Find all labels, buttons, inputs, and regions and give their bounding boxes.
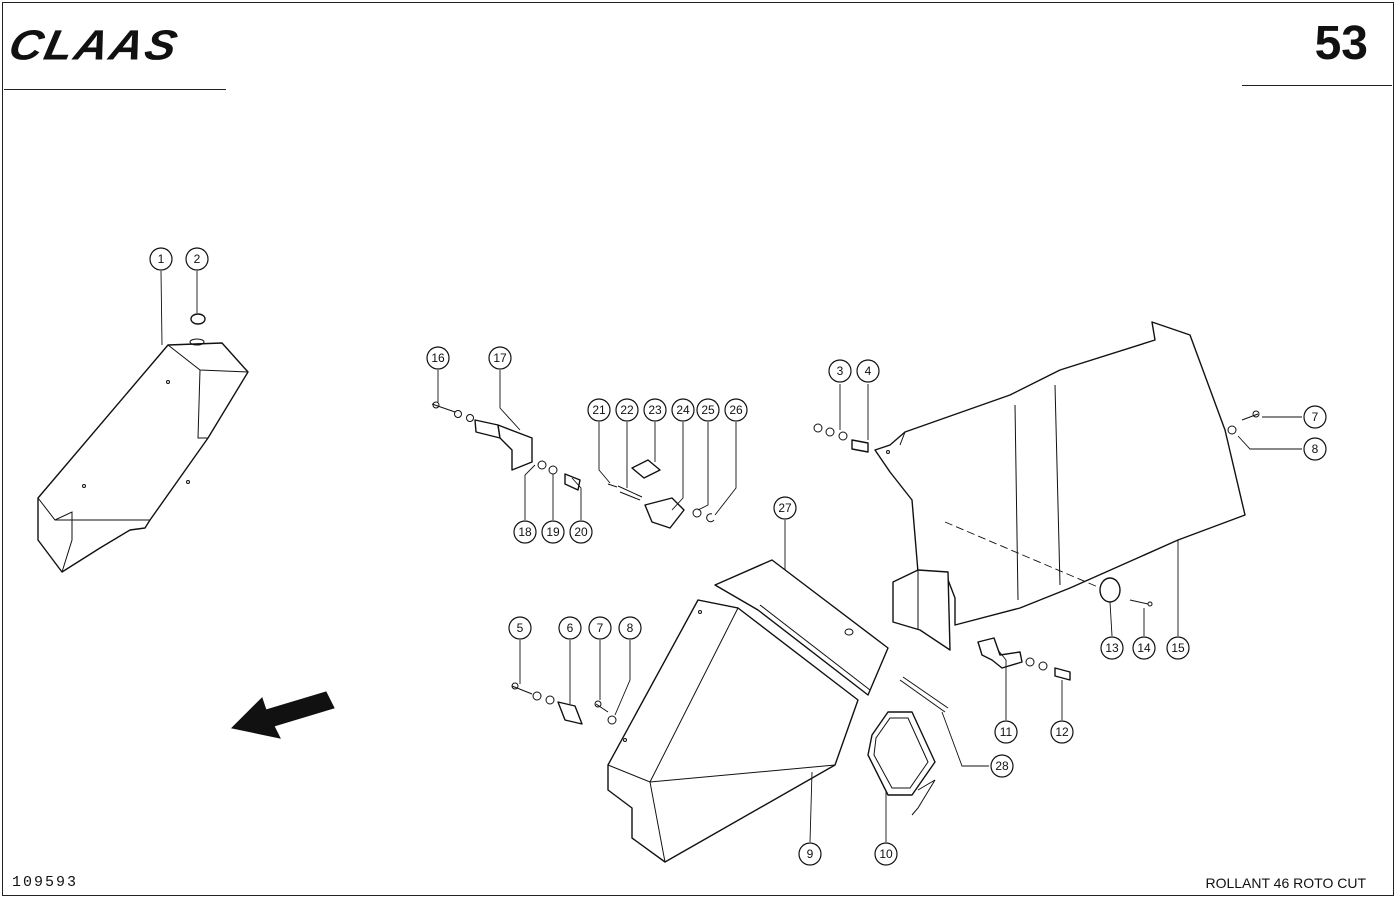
hardware-group-16-20 (431, 401, 581, 491)
callout-8: 8 (618, 616, 642, 640)
callout-5: 5 (508, 616, 532, 640)
drawing-number: 109593 (12, 874, 79, 891)
part-9-cover (607, 599, 859, 863)
part-10-handle (867, 711, 936, 816)
part-1-cover (37, 338, 249, 573)
callout-13: 13 (1100, 636, 1124, 660)
svg-text:5: 5 (517, 621, 524, 635)
callout-14: 14 (1132, 636, 1156, 660)
logo-underline (4, 89, 226, 90)
callout-8-right: 8 (1303, 437, 1327, 461)
callout-25: 25 (696, 398, 720, 422)
svg-text:17: 17 (493, 351, 507, 365)
callout-15: 15 (1166, 636, 1190, 660)
callout-18: 18 (513, 520, 537, 544)
callout-27: 27 (773, 496, 797, 520)
svg-text:4: 4 (865, 364, 872, 378)
svg-text:1: 1 (158, 252, 165, 266)
callout-7: 7 (588, 616, 612, 640)
hardware-group-5-8 (511, 682, 617, 725)
svg-text:20: 20 (574, 525, 588, 539)
leader-lines (160, 270, 1302, 843)
svg-text:24: 24 (676, 403, 690, 417)
svg-text:6: 6 (567, 621, 574, 635)
page-number: 53 (1314, 17, 1368, 70)
svg-text:13: 13 (1105, 641, 1119, 655)
svg-text:8: 8 (1312, 442, 1319, 456)
svg-text:9: 9 (807, 847, 814, 861)
svg-text:15: 15 (1171, 641, 1185, 655)
callout-10: 10 (874, 842, 898, 866)
callout-23: 23 (643, 398, 667, 422)
part-28-pin (899, 676, 949, 713)
callout-17: 17 (488, 346, 512, 370)
direction-arrow-icon (230, 691, 335, 739)
svg-text:28: 28 (995, 759, 1009, 773)
svg-text:18: 18 (518, 525, 532, 539)
svg-text:11: 11 (1000, 725, 1013, 739)
callout-16: 16 (426, 346, 450, 370)
svg-text:26: 26 (729, 403, 743, 417)
svg-text:27: 27 (778, 501, 792, 515)
callout-19: 19 (541, 520, 565, 544)
svg-text:2: 2 (194, 252, 201, 266)
callout-11: 11 (994, 720, 1018, 744)
svg-text:23: 23 (648, 403, 662, 417)
part-2-plug (190, 313, 206, 325)
callout-1: 1 (149, 247, 173, 271)
callout-4: 4 (856, 359, 880, 383)
callout-20: 20 (569, 520, 593, 544)
callout-7-right: 7 (1303, 405, 1327, 429)
callout-3: 3 (828, 359, 852, 383)
callout-2: 2 (185, 247, 209, 271)
hardware-group-21-26 (607, 459, 715, 529)
svg-text:10: 10 (879, 847, 893, 861)
svg-text:7: 7 (597, 621, 604, 635)
svg-text:22: 22 (620, 403, 634, 417)
page-number-underline (1242, 85, 1392, 86)
model-name: ROLLANT 46 ROTO CUT (1205, 875, 1366, 891)
svg-text:14: 14 (1137, 641, 1151, 655)
svg-text:3: 3 (837, 364, 844, 378)
svg-text:7: 7 (1312, 410, 1319, 424)
callout-6: 6 (558, 616, 582, 640)
hardware-group-3-4 (813, 423, 869, 453)
callout-28: 28 (990, 754, 1014, 778)
svg-text:16: 16 (431, 351, 445, 365)
callout-22: 22 (615, 398, 639, 422)
callout-21: 21 (587, 398, 611, 422)
svg-text:25: 25 (701, 403, 715, 417)
svg-text:19: 19 (546, 525, 560, 539)
svg-text:21: 21 (592, 403, 606, 417)
part-15-shield (874, 321, 1246, 651)
callout-26: 26 (724, 398, 748, 422)
callout-9: 9 (798, 842, 822, 866)
hardware-group-7-8-right (1227, 410, 1260, 435)
callout-12: 12 (1050, 720, 1074, 744)
hardware-group-11-14 (977, 577, 1153, 681)
callout-24: 24 (671, 398, 695, 422)
svg-text:8: 8 (627, 621, 634, 635)
svg-text:12: 12 (1055, 725, 1069, 739)
part-27-lid (714, 559, 889, 696)
